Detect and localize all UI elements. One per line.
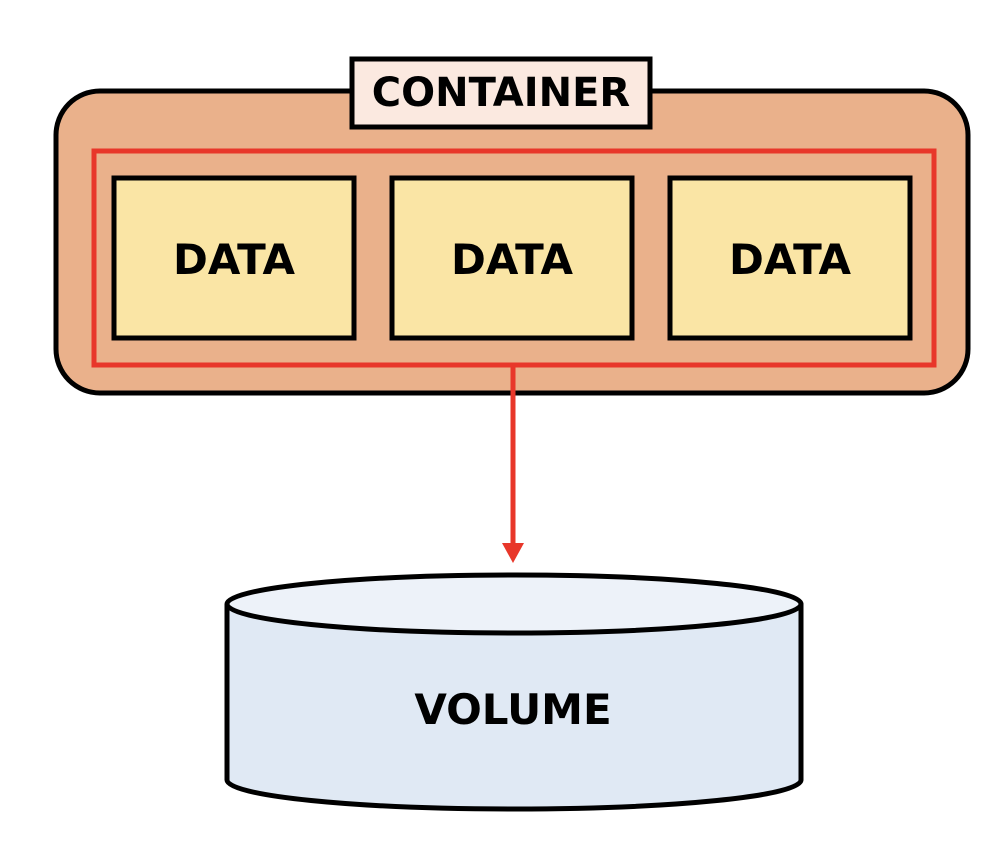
volume-body <box>224 604 804 812</box>
data-block <box>389 175 635 341</box>
data-group-border <box>91 148 937 368</box>
container-label: CONTAINER <box>372 70 630 116</box>
volume-cylinder <box>224 572 804 812</box>
volume-label: VOLUME <box>414 685 611 734</box>
arrow-head <box>502 543 524 563</box>
data-block-label: DATA <box>173 235 295 284</box>
volume-top <box>224 572 804 636</box>
data-block-label: DATA <box>729 235 851 284</box>
data-block-label: DATA <box>451 235 573 284</box>
data-block <box>667 175 913 341</box>
container-label-box <box>349 56 653 130</box>
data-block <box>111 175 357 341</box>
